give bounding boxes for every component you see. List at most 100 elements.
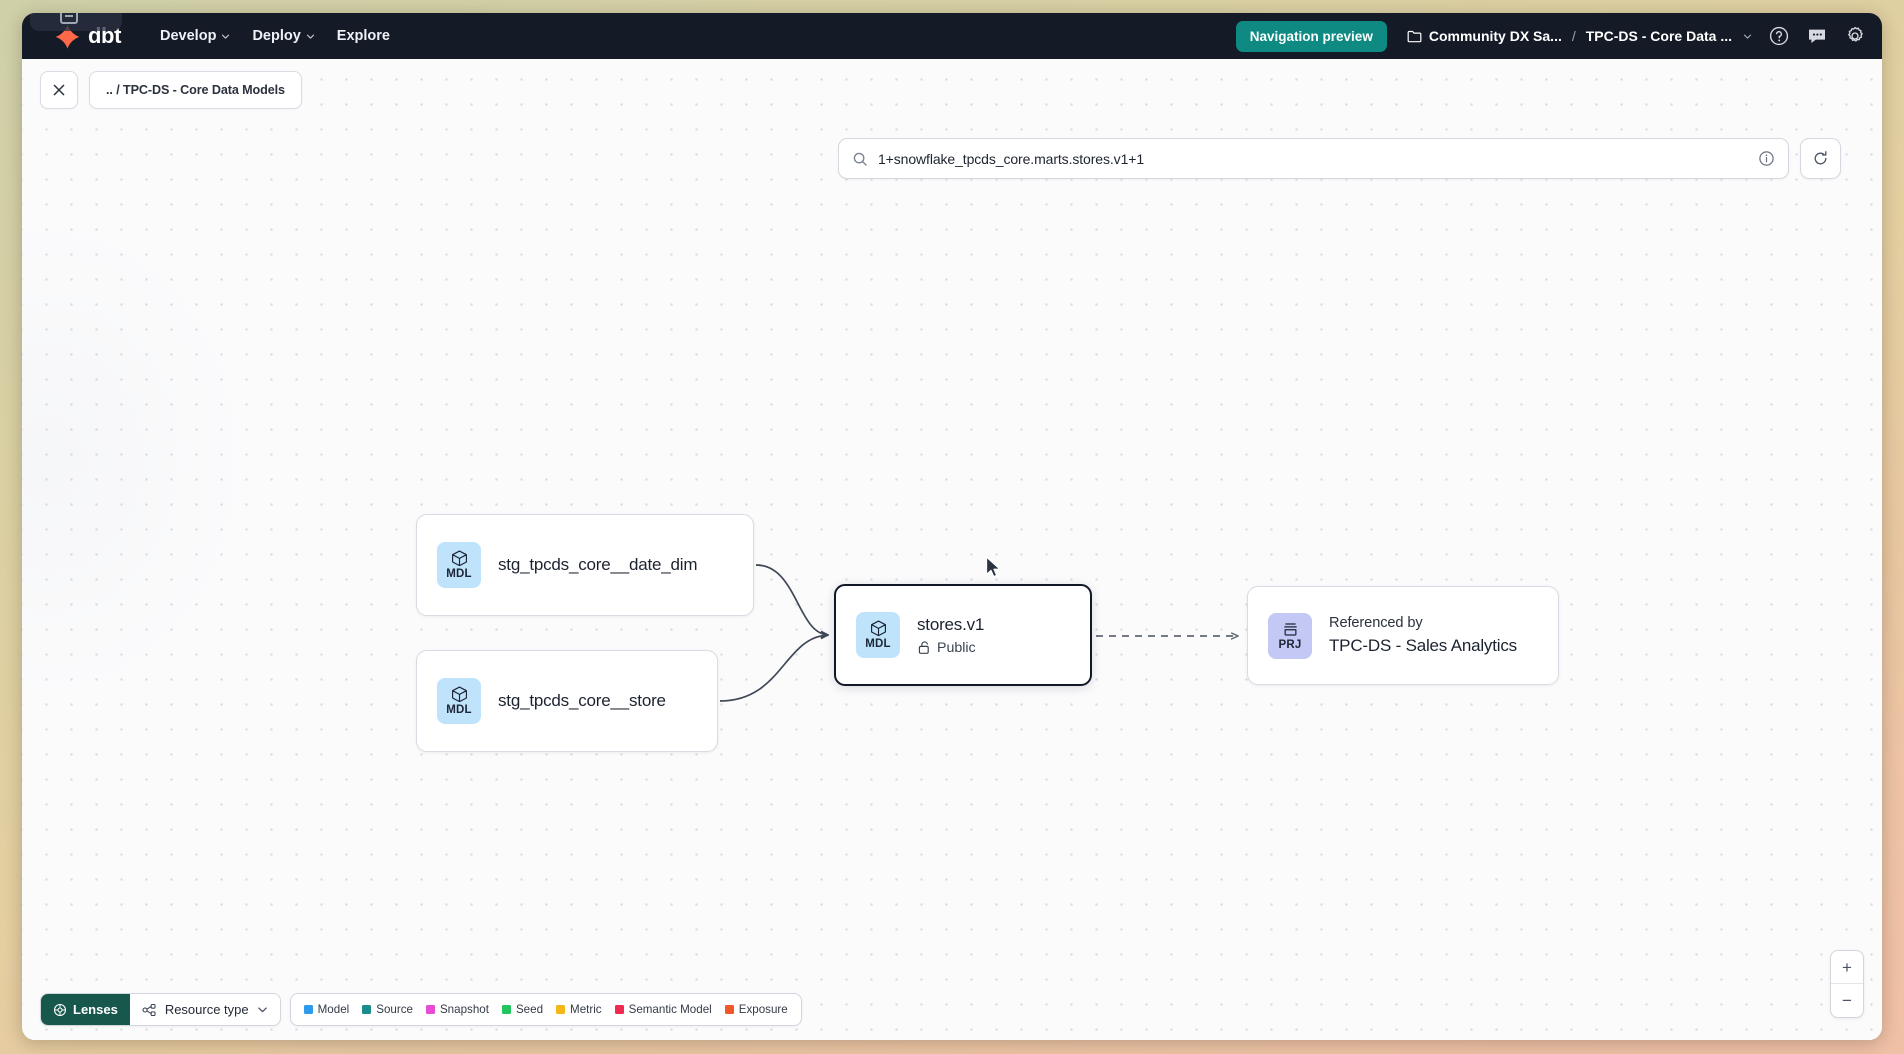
node-badge-project: PRJ: [1268, 612, 1312, 659]
legend-item-semantic-model: Semantic Model: [614, 1003, 712, 1016]
project-stack-icon: [1283, 623, 1297, 636]
project-name: TPC-DS - Core Data ...: [1585, 28, 1732, 44]
zoom-in-button[interactable]: +: [1831, 951, 1863, 984]
project-breadcrumb[interactable]: TPC-DS - Core Data ...: [1586, 28, 1752, 44]
nav-item-deploy-label: Deploy: [252, 28, 301, 44]
zoom-controls: + −: [1830, 950, 1864, 1018]
refresh-button[interactable]: [1800, 138, 1841, 179]
legend-item-exposure: Exposure: [724, 1003, 788, 1016]
chevron-down-icon: [257, 1007, 267, 1013]
info-circle-glyph: [1759, 151, 1774, 166]
bottom-toolbar: Lenses Resource type: [40, 993, 802, 1026]
dbt-mark-icon: [55, 24, 80, 49]
folder-icon: [1407, 30, 1422, 42]
close-icon: [53, 84, 65, 96]
lens-icon: [53, 1003, 67, 1016]
legend-label: Model: [317, 1003, 350, 1016]
nav-item-develop-label: Develop: [160, 28, 217, 44]
lineage-edges: [719, 564, 1882, 702]
nav-item-develop[interactable]: Develop: [149, 21, 241, 51]
legend-swatch: [724, 1005, 734, 1014]
breadcrumb-separator: /: [1571, 28, 1576, 44]
node-title: TPC-DS - Sales Analytics: [1329, 636, 1517, 655]
search-bar-group: [838, 138, 1841, 179]
lenses-button[interactable]: Lenses: [41, 994, 130, 1025]
node-eyebrow: Referenced by: [1329, 615, 1423, 631]
feedback-icon[interactable]: [1806, 25, 1828, 47]
refresh-icon: [1814, 151, 1827, 165]
search-icon: [853, 152, 867, 166]
node-title: stores.v1: [917, 614, 985, 634]
nodes-icon: [142, 1003, 156, 1016]
node-badge-model: MDL: [856, 612, 900, 658]
search-box[interactable]: [838, 138, 1789, 179]
cube-icon: [451, 550, 467, 567]
legend-item-source: Source: [362, 1003, 413, 1016]
node-text-group: Referenced by TPC-DS - Sales Analytics: [1329, 615, 1517, 656]
node-badge-label: MDL: [865, 638, 891, 651]
lineage-canvas[interactable]: .. / TPC-DS - Core Data Models: [22, 59, 1882, 1040]
account-breadcrumb[interactable]: Community DX Sa...: [1407, 28, 1562, 44]
legend-swatch: [556, 1005, 566, 1014]
lenses-group: Lenses Resource type: [40, 993, 281, 1026]
node-access-label: Public: [937, 639, 976, 656]
breadcrumb[interactable]: .. / TPC-DS - Core Data Models: [89, 71, 302, 109]
resource-type-dropdown[interactable]: Resource type: [129, 994, 280, 1025]
chevron-down-icon: [1743, 34, 1752, 39]
legend-swatch: [303, 1005, 313, 1014]
node-access-badge: Public: [917, 640, 984, 656]
edge-store-to-stores: [719, 635, 828, 702]
legend-item-seed: Seed: [501, 1003, 544, 1016]
legend-label: Seed: [515, 1003, 544, 1016]
legend-swatch: [614, 1005, 624, 1014]
window-restore-glyph: [60, 13, 78, 24]
help-circle-icon[interactable]: [1768, 25, 1790, 47]
nav-item-deploy[interactable]: Deploy: [241, 21, 325, 51]
legend-item-metric: Metric: [556, 1003, 602, 1016]
legend-swatch: [501, 1005, 511, 1014]
lineage-graph: MDL stg_tpcds_core__date_dim MDL stg_tpc…: [22, 59, 1882, 1040]
chevron-down-icon: [222, 34, 230, 39]
node-badge-model: MDL: [437, 542, 481, 588]
edge-date-dim-to-stores: [755, 564, 828, 635]
legend-label: Metric: [570, 1003, 602, 1016]
node-badge-label: MDL: [446, 568, 472, 581]
node-badge-label: PRJ: [1278, 638, 1302, 651]
nav-item-explore-label: Explore: [336, 28, 390, 44]
legend-swatch: [362, 1005, 372, 1014]
gear-icon[interactable]: [1844, 25, 1866, 47]
lenses-label: Lenses: [73, 1002, 118, 1017]
lineage-node-sales-analytics[interactable]: PRJ Referenced by TPC-DS - Sales Analyti…: [1247, 586, 1559, 685]
chevron-down-icon: [306, 34, 314, 39]
unlock-icon: [918, 641, 929, 654]
app-window: dbt Develop Deploy Explore Navigation pr…: [22, 13, 1882, 1040]
search-input[interactable]: [878, 150, 1748, 167]
legend-item-model: Model: [303, 1003, 350, 1016]
legend-swatch: [425, 1005, 435, 1014]
node-title: stg_tpcds_core__store: [498, 691, 666, 710]
cube-icon: [451, 686, 467, 703]
cube-icon: [870, 620, 886, 637]
navigation-preview-button[interactable]: Navigation preview: [1235, 20, 1387, 52]
legend-label: Exposure: [738, 1003, 788, 1016]
legend-label: Source: [376, 1003, 413, 1016]
resource-type-label: Resource type: [164, 1002, 249, 1017]
node-badge-label: MDL: [446, 704, 472, 717]
close-button[interactable]: [40, 71, 78, 109]
lineage-node-stg-date-dim[interactable]: MDL stg_tpcds_core__date_dim: [416, 514, 754, 616]
node-text-group: stores.v1 Public: [917, 615, 984, 656]
canvas-toolbar: .. / TPC-DS - Core Data Models: [22, 59, 1882, 121]
account-name: Community DX Sa...: [1428, 28, 1562, 44]
node-badge-model: MDL: [437, 678, 481, 724]
legend-label: Snapshot: [439, 1003, 489, 1016]
info-circle-icon[interactable]: [1758, 150, 1775, 167]
resource-type-legend: Model Source Snapshot Seed: [289, 993, 802, 1026]
nav-item-explore[interactable]: Explore: [326, 21, 401, 51]
lineage-node-stores-v1[interactable]: MDL stores.v1 Public: [834, 584, 1092, 686]
zoom-out-button[interactable]: −: [1842, 991, 1852, 1010]
legend-item-snapshot: Snapshot: [425, 1003, 489, 1016]
window-restore-icon[interactable]: [30, 13, 122, 31]
top-navbar: dbt Develop Deploy Explore Navigation pr…: [22, 13, 1882, 59]
lineage-node-stg-store[interactable]: MDL stg_tpcds_core__store: [416, 650, 718, 752]
